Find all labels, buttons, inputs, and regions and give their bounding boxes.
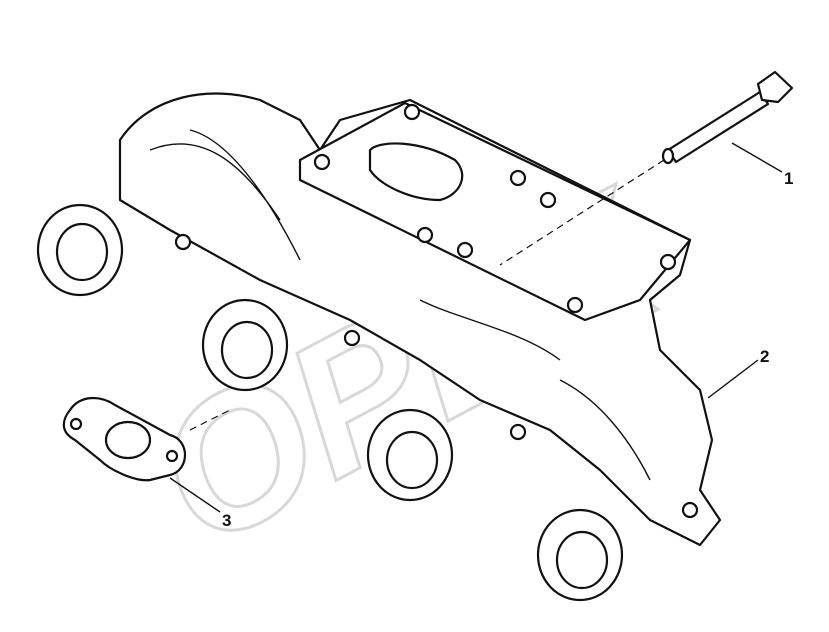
exhaust-ports — [36, 203, 624, 602]
leader-line-2 — [707, 359, 759, 399]
exhaust-manifold — [36, 92, 722, 602]
bolt — [661, 70, 794, 165]
flange-holes — [313, 103, 677, 314]
callout-2: 2 — [760, 347, 769, 366]
callout-3: 3 — [222, 511, 231, 530]
callout-1: 1 — [784, 169, 793, 188]
gasket — [62, 397, 186, 482]
leader-line-1 — [731, 142, 783, 173]
leader-line-3 — [169, 477, 221, 513]
